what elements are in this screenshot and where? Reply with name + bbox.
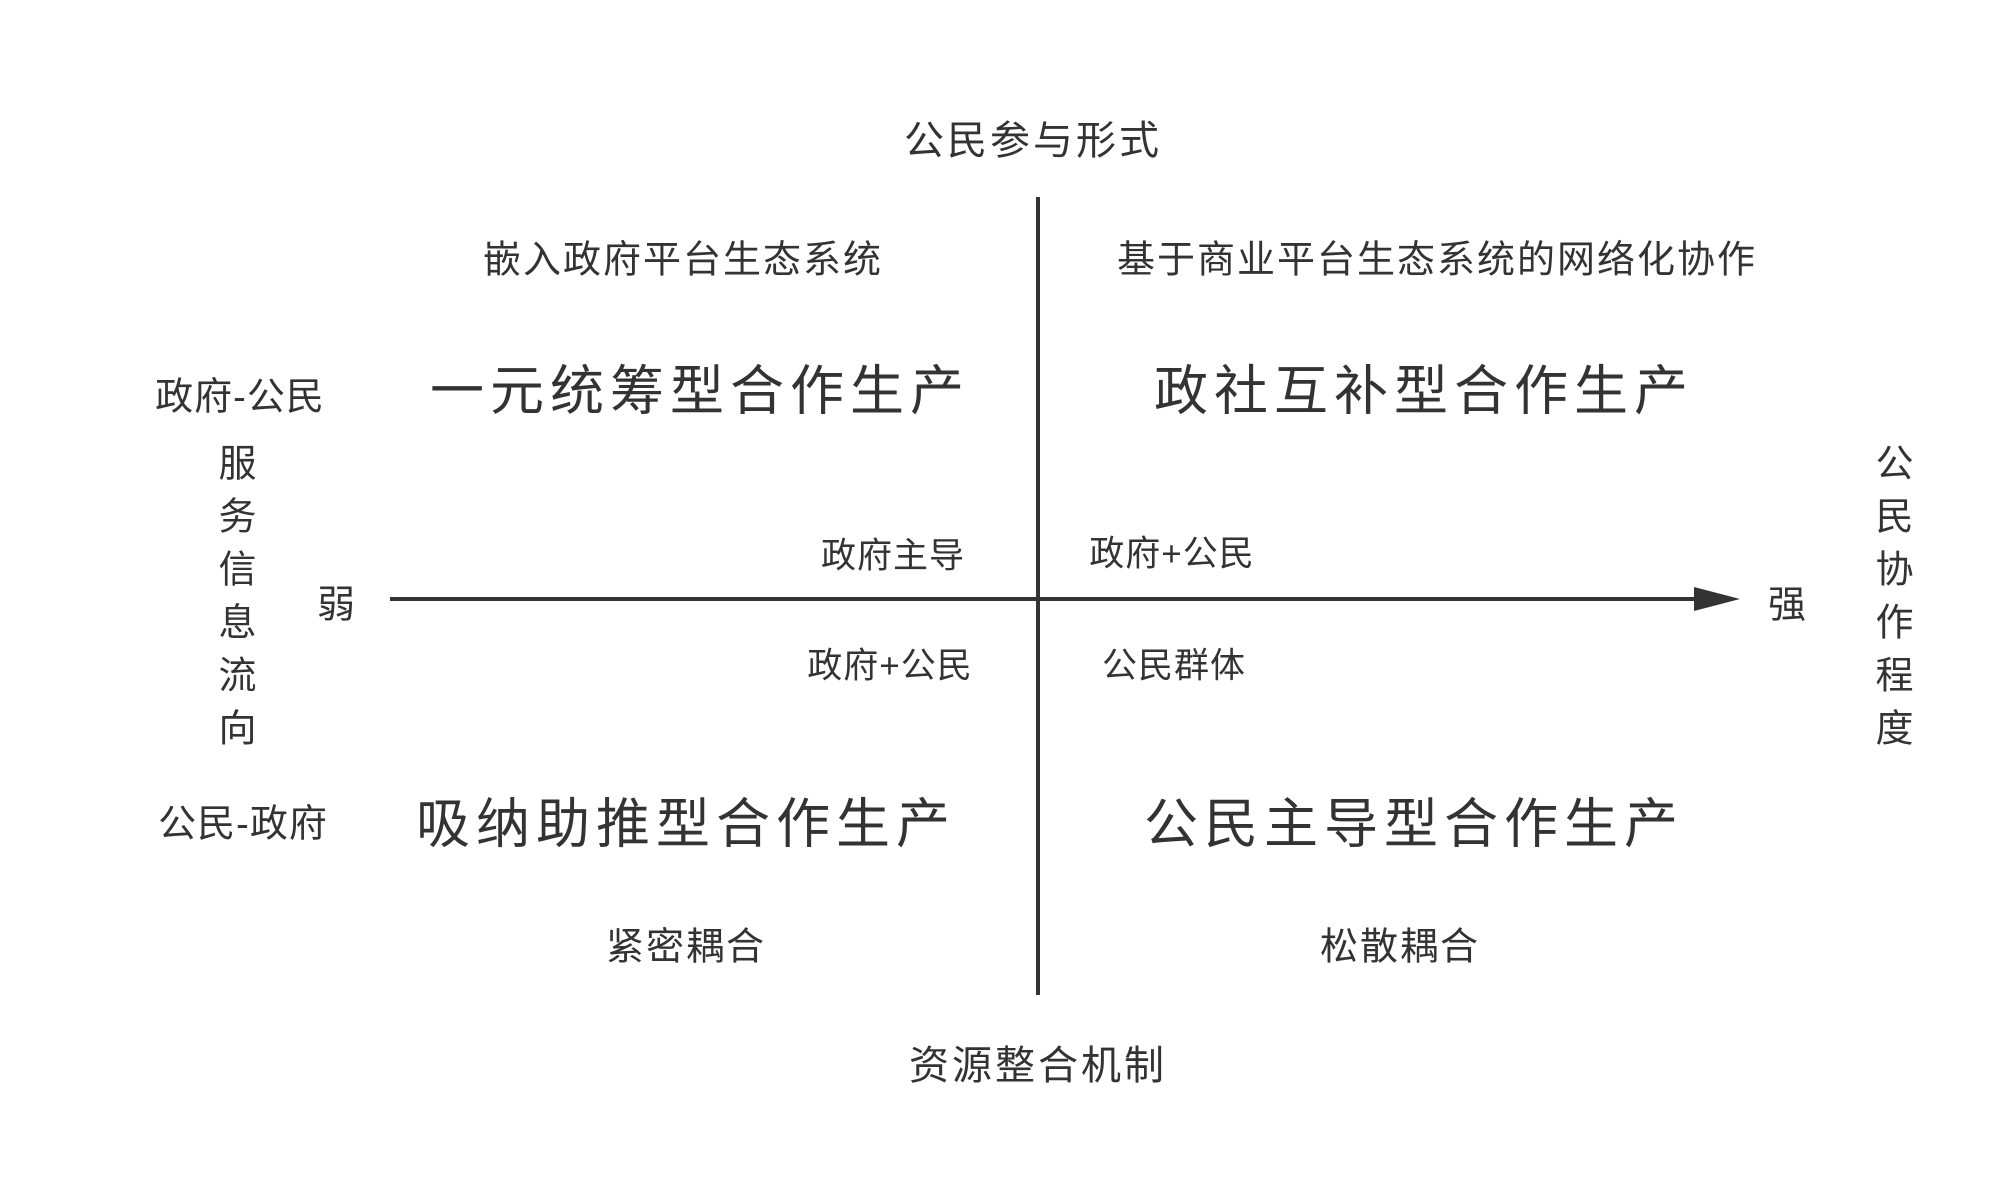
vertical-axis-line (1036, 197, 1040, 995)
quadrant-bottom-right-title: 公民主导型合作生产 (1144, 794, 1684, 855)
actor-label-upper-left: 政府主导 (820, 536, 966, 576)
actor-label-upper-right: 政府+公民 (1089, 534, 1255, 574)
quadrant-top-right-subtitle: 基于商业平台生态系统的网络化协作 (1116, 239, 1758, 282)
left-flow-axis-label: 服务信息流向 (212, 443, 254, 761)
horizontal-axis-line (390, 597, 1700, 601)
left-flow-direction-bottom: 公民-政府 (158, 803, 328, 846)
quadrant-bottom-left-title: 吸纳助推型合作生产 (416, 794, 956, 855)
coupling-label-left: 紧密耦合 (605, 926, 767, 969)
axis-title-top: 公民参与形式 (904, 119, 1162, 163)
quadrant-top-left-title: 一元统筹型合作生产 (430, 361, 970, 422)
quadrant-top-left-subtitle: 嵌入政府平台生态系统 (482, 239, 884, 282)
quadrant-top-right-title: 政社互补型合作生产 (1154, 361, 1694, 422)
actor-label-lower-right: 公民群体 (1101, 646, 1247, 686)
axis-title-bottom: 资源整合机制 (909, 1044, 1167, 1088)
arrow-right-icon (1694, 587, 1740, 611)
left-flow-direction-top: 政府-公民 (155, 376, 325, 419)
coupling-label-right: 松散耦合 (1319, 926, 1481, 969)
x-axis-max-label: 强 (1767, 584, 1807, 627)
x-axis-min-label: 弱 (316, 584, 356, 627)
actor-label-lower-left: 政府+公民 (807, 646, 973, 686)
right-axis-title: 公民协作程度 (1869, 443, 1911, 761)
